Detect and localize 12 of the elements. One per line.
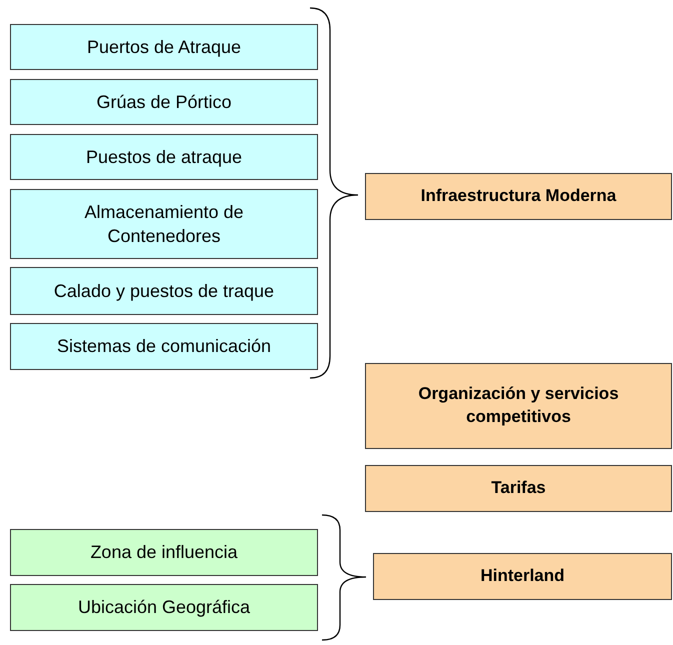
- label-box: Grúas de Pórtico: [10, 79, 318, 125]
- label-box: Tarifas: [365, 465, 672, 512]
- label-box: Organización y servicios competitivos: [365, 363, 672, 449]
- label-box: Puestos de atraque: [10, 134, 318, 180]
- label-box: Hinterland: [373, 553, 672, 600]
- label-box: Almacenamiento de Contenedores: [10, 189, 318, 259]
- label-box: Sistemas de comunicación: [10, 323, 318, 370]
- label-box: Calado y puestos de traque: [10, 267, 318, 315]
- label-box: Infraestructura Moderna: [365, 173, 672, 220]
- label-box: Ubicación Geográfica: [10, 584, 318, 631]
- label-box: Puertos de Atraque: [10, 24, 318, 70]
- label-box: Zona de influencia: [10, 529, 318, 576]
